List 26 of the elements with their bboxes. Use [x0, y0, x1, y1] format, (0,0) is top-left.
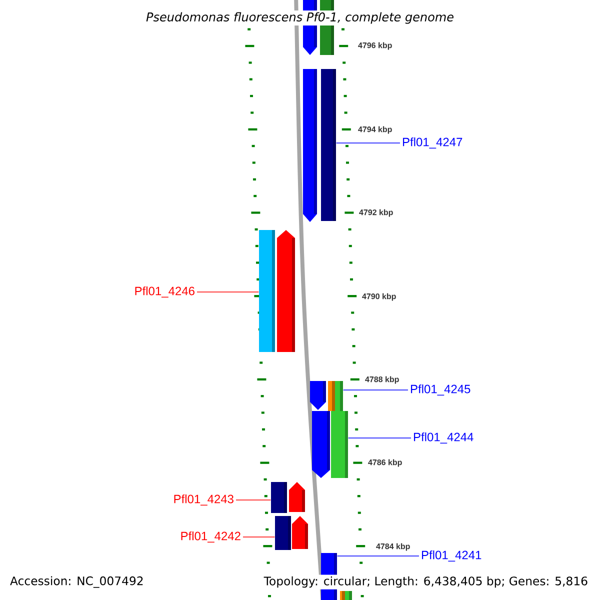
- gene-label: Pfl01_4245: [411, 384, 470, 396]
- gene-block: [275, 516, 291, 550]
- title: Pseudomonas fluorescens Pf0-1, complete genome: [144, 10, 456, 26]
- gene-label: Pfl01_4241: [422, 550, 482, 562]
- genome-info-text: Topology: circular; Length: 6,438,405 bp; Genes: 5,816: [262, 574, 590, 590]
- gene-block: [328, 381, 335, 411]
- accession-text: Accession: NC_007492: [8, 574, 146, 590]
- gene-block: [277, 230, 295, 352]
- gene-block: [303, 69, 317, 222]
- gene-label: Pfl01_4242: [181, 531, 240, 543]
- gene-block: [331, 411, 348, 478]
- gene-block: [345, 591, 352, 600]
- gene-label: Pfl01_4244: [414, 432, 474, 444]
- gene-label: Pfl01_4246: [135, 286, 194, 298]
- gene-block: [259, 230, 275, 352]
- leader-line: [336, 142, 400, 144]
- gene-block: [310, 381, 326, 410]
- gene-label: Pfl01_4247: [403, 137, 462, 149]
- gene-block: [271, 482, 287, 513]
- gene-block: [289, 482, 305, 512]
- gene-block: [340, 591, 345, 600]
- leader-line: [242, 536, 276, 538]
- gene-block: [335, 381, 343, 411]
- gene-block: [321, 69, 336, 221]
- gene-label: Pfl01_4243: [174, 494, 234, 506]
- gene-block: [292, 516, 308, 549]
